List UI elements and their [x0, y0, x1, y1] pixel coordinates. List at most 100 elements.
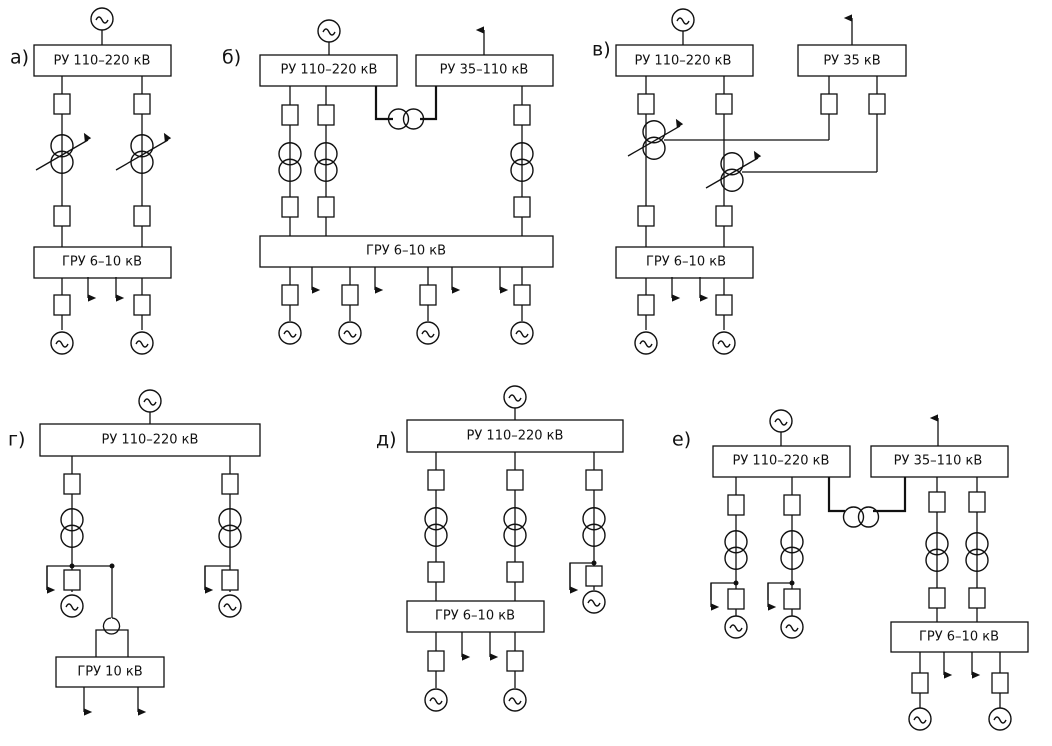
scheme-d-gru-label: ГРУ 6–10 кВ	[435, 609, 515, 624]
regulation-arrow	[35, 132, 92, 171]
generator-icon	[724, 615, 748, 639]
breaker-symbol	[427, 561, 445, 583]
breaker-symbol	[911, 672, 929, 694]
breaker-symbol	[341, 284, 359, 306]
generator-icon	[138, 389, 162, 413]
breaker-symbol	[928, 491, 946, 513]
bus-bar	[406, 419, 624, 453]
junction-dot	[109, 563, 115, 569]
wire	[827, 477, 845, 513]
junction-dot	[733, 580, 739, 586]
breaker-symbol	[506, 469, 524, 491]
breaker-symbol	[783, 588, 801, 610]
breaker-symbol	[63, 473, 81, 495]
transformer-icon	[720, 152, 744, 192]
transformer-icon	[503, 507, 527, 547]
breaker-symbol	[53, 205, 71, 227]
breaker-symbol	[968, 587, 986, 609]
junction-dot	[69, 563, 75, 569]
breaker-symbol	[506, 650, 524, 672]
reactor-icon	[102, 617, 121, 635]
transformer-icon	[724, 530, 748, 570]
scheme-a-gru-label: ГРУ 6–10 кВ	[62, 255, 142, 270]
generator-icon	[90, 7, 114, 31]
transformer-icon	[780, 530, 804, 570]
generator-icon	[671, 8, 695, 32]
bus-bar	[259, 235, 554, 268]
scheme-a-letter: а)	[10, 47, 29, 69]
generator-icon	[424, 688, 448, 712]
breaker-symbol	[637, 205, 655, 227]
breaker-symbol	[221, 569, 239, 591]
breaker-symbol	[281, 284, 299, 306]
transformer-icon	[218, 508, 242, 548]
generator-icon	[634, 331, 658, 355]
breaker-symbol	[133, 294, 151, 316]
breaker-symbol	[585, 565, 603, 587]
scheme-b-letter: б)	[222, 47, 241, 69]
generator-icon	[60, 594, 84, 618]
breaker-symbol	[53, 93, 71, 115]
generator-icon	[769, 409, 793, 433]
transformer-icon	[130, 134, 154, 174]
breaker-symbol	[513, 196, 531, 218]
scheme-e-letter: е)	[672, 429, 691, 451]
bus-bar	[406, 600, 545, 633]
transformer-icon	[387, 108, 425, 130]
breaker-symbol	[637, 294, 655, 316]
breaker-symbol	[715, 294, 733, 316]
scheme-v-gru-label: ГРУ 6–10 кВ	[646, 255, 726, 270]
bus-bar	[615, 44, 754, 77]
junction-dot	[591, 560, 597, 566]
scheme-e-ru2-label: РУ 35–110 кВ	[894, 454, 983, 469]
transformer-icon	[925, 532, 949, 572]
generator-icon	[416, 321, 440, 345]
scheme-e-gru-label: ГРУ 6–10 кВ	[919, 630, 999, 645]
breaker-symbol	[727, 588, 745, 610]
breaker-symbol	[427, 650, 445, 672]
breaker-symbol	[281, 104, 299, 126]
bus-bar	[797, 44, 907, 77]
generator-icon	[988, 707, 1012, 731]
scheme-g-letter: г)	[8, 429, 25, 451]
bus-bar	[39, 423, 261, 457]
transformer-icon	[50, 134, 74, 174]
breaker-symbol	[715, 205, 733, 227]
breaker-symbol	[968, 491, 986, 513]
breaker-symbol	[868, 93, 886, 115]
breaker-symbol	[53, 294, 71, 316]
wire	[374, 86, 393, 121]
bus-bar	[712, 445, 851, 478]
transformer-icon	[642, 120, 666, 160]
generator-icon	[780, 615, 804, 639]
wire	[873, 477, 907, 513]
breaker-symbol	[427, 469, 445, 491]
breaker-symbol	[63, 569, 81, 591]
generator-icon	[503, 385, 527, 409]
breaker-symbol	[506, 561, 524, 583]
generator-icon	[50, 331, 74, 355]
transformer-icon	[60, 508, 84, 548]
bus-bar	[890, 621, 1029, 653]
breaker-symbol	[637, 93, 655, 115]
scheme-v-ru2-label: РУ 35 кВ	[823, 54, 880, 69]
breaker-symbol	[281, 196, 299, 218]
breaker-symbol	[221, 473, 239, 495]
regulation-arrow	[627, 118, 684, 157]
breaker-symbol	[928, 587, 946, 609]
transformer-icon	[582, 507, 606, 547]
generator-icon	[510, 321, 534, 345]
bus-bar	[33, 44, 172, 77]
generator-icon	[582, 590, 606, 614]
scheme-b-ru-label: РУ 110–220 кВ	[281, 63, 378, 78]
transformer-icon	[314, 142, 338, 182]
breaker-symbol	[133, 93, 151, 115]
generator-icon	[317, 19, 341, 43]
breaker-symbol	[419, 284, 437, 306]
breaker-symbol	[991, 672, 1009, 694]
bus-bar	[33, 246, 172, 279]
transformer-icon	[510, 142, 534, 182]
generator-icon	[278, 321, 302, 345]
scheme-d-letter: д)	[376, 429, 397, 451]
generator-icon	[218, 594, 242, 618]
